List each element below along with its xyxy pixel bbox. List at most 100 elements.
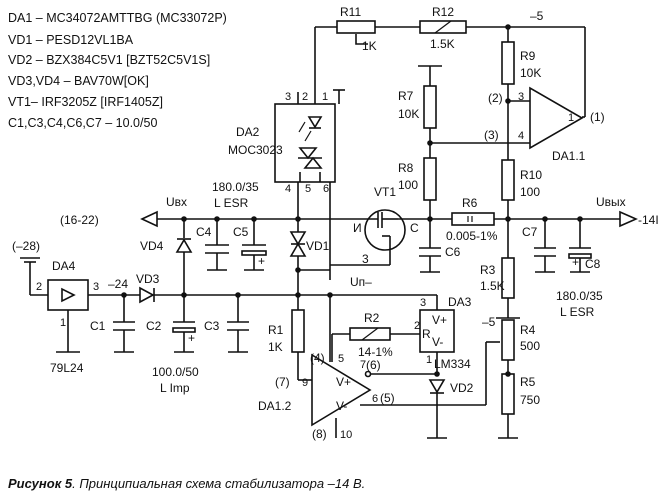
neg5-r4-label: –5 bbox=[482, 315, 496, 329]
r10-resistor bbox=[501, 159, 515, 201]
caption-bold: Рисунок 5 bbox=[8, 476, 73, 491]
da1-1-pin2-alt: (2) bbox=[488, 91, 503, 105]
uin-label: Uвх bbox=[166, 195, 187, 209]
r3-value: 1.5K bbox=[480, 279, 505, 293]
note-vd2: VD2 – BZX384C5V1 [BZT52C5V1S] bbox=[8, 53, 210, 67]
input-arrow bbox=[140, 210, 158, 228]
da3-r: R bbox=[422, 327, 431, 341]
c3-label: C3 bbox=[204, 319, 220, 333]
r8-label: R8 bbox=[398, 161, 414, 175]
c8-label: C8 bbox=[585, 257, 601, 271]
output-value: -14I bbox=[638, 213, 659, 227]
da2-part: MOC3023 bbox=[228, 143, 283, 157]
da2-pin6: 6 bbox=[323, 183, 329, 195]
da1-2-opamp bbox=[311, 353, 372, 427]
vd3-diode bbox=[139, 286, 155, 304]
da1-1-block: R9 10K 3 4 1 (2) (3) (1) DA1.1 R10 100 bbox=[484, 27, 605, 219]
svg-text:7: 7 bbox=[360, 359, 366, 371]
c5-label: C5 bbox=[233, 225, 249, 239]
svg-text:3: 3 bbox=[362, 252, 369, 266]
da2-pin1: 1 bbox=[322, 91, 328, 103]
r6-value: 0.005-1% bbox=[446, 229, 498, 243]
up-label: Uп– bbox=[350, 275, 372, 289]
da3-label: DA3 bbox=[448, 295, 472, 309]
r2-value: 14-1% bbox=[358, 345, 393, 359]
svg-text:1: 1 bbox=[60, 317, 66, 329]
r12-label: R12 bbox=[432, 5, 454, 19]
r4-label: R4 bbox=[520, 323, 536, 337]
component-notes: DA1 – MC34072AMTTBG (MC33072P) VD1 – PES… bbox=[8, 11, 227, 130]
note-capacitors: C1,C3,C4,C6,C7 – 10.0/50 bbox=[8, 116, 157, 130]
r5-label: R5 bbox=[520, 375, 536, 389]
svg-text:3: 3 bbox=[93, 281, 99, 293]
vd2-label: VD2 bbox=[450, 381, 474, 395]
da2-triac bbox=[298, 147, 318, 160]
svg-text:(6): (6) bbox=[366, 358, 381, 372]
output-divider: R3 1.5K –5 R4 500 R5 750 bbox=[480, 219, 540, 439]
neg28-label: (–28) bbox=[12, 239, 40, 253]
note-vt1: VT1– IRF3205Z [IRF1405Z] bbox=[8, 95, 163, 109]
svg-text:(7): (7) bbox=[275, 375, 290, 389]
c7-label: C7 bbox=[522, 225, 538, 239]
da4-regulator-block: (–28) DA4 2 3 1 –24 79L24 VD3 VD4 bbox=[12, 219, 333, 395]
svg-text:+: + bbox=[572, 255, 579, 269]
c2-value: 100.0/50 bbox=[152, 365, 199, 379]
vt1-mosfet bbox=[364, 209, 406, 251]
svg-text:(8): (8) bbox=[312, 427, 327, 441]
da3-part: LM334 bbox=[434, 357, 471, 371]
figure-caption: Рисунок 5. Принципиальная схема стабилиз… bbox=[8, 476, 365, 491]
output-arrow bbox=[619, 210, 638, 228]
svg-text:+: + bbox=[188, 331, 195, 345]
r6-shunt bbox=[451, 212, 495, 226]
r1-label: R1 bbox=[268, 323, 284, 337]
input-range: (16-22) bbox=[60, 213, 99, 227]
c2-type: L Imp bbox=[160, 381, 190, 395]
r7-r8-divider: R7 10K R8 100 bbox=[398, 65, 530, 219]
svg-text:5: 5 bbox=[338, 353, 344, 365]
r7-resistor bbox=[423, 85, 437, 129]
uin-capacitor: 180.0/35 bbox=[212, 180, 259, 194]
da1-2-vplus: V+ bbox=[336, 375, 351, 389]
r11-resistor bbox=[336, 20, 376, 34]
r1-value: 1K bbox=[268, 340, 283, 354]
svg-text:2: 2 bbox=[36, 281, 42, 293]
neg24-label: –24 bbox=[108, 277, 128, 291]
r4-resistor bbox=[501, 319, 515, 361]
da2-pin5: 5 bbox=[305, 183, 311, 195]
da4-body bbox=[47, 279, 89, 311]
current-sense-block: R1 1K (7) 9 (4) 5 V+ V- (8) 10 DA1.2 7 (… bbox=[258, 294, 500, 441]
c6-label: C6 bbox=[445, 245, 461, 259]
neg5-top-label: –5 bbox=[530, 9, 544, 23]
r2-label: R2 bbox=[364, 311, 380, 325]
top-feedback: R11 1K R12 1.5K –5 bbox=[314, 5, 586, 117]
svg-text:2: 2 bbox=[414, 320, 420, 332]
da1-1-pin1: 1 bbox=[568, 112, 574, 124]
da1-1-pin1-alt: (1) bbox=[590, 110, 605, 124]
c4-label: C4 bbox=[196, 225, 212, 239]
note-vd3-vd4: VD3,VD4 – BAV70W[OK] bbox=[8, 74, 149, 88]
da3-vminus: V- bbox=[432, 335, 443, 349]
note-vd1: VD1 – PESD12VL1BA bbox=[8, 33, 134, 47]
vd4-diode bbox=[175, 238, 193, 253]
r10-label: R10 bbox=[520, 168, 542, 182]
da2-pin2: 2 bbox=[302, 91, 308, 103]
r7-value: 10K bbox=[398, 107, 419, 121]
vt1-label: VT1 bbox=[374, 185, 396, 199]
vd3-label: VD3 bbox=[136, 272, 160, 286]
da1-1-pin4: 4 bbox=[518, 130, 524, 142]
vd2-diode bbox=[428, 379, 446, 394]
da2-led bbox=[307, 116, 323, 129]
r3-label: R3 bbox=[480, 263, 496, 277]
svg-text:10: 10 bbox=[340, 429, 352, 441]
da1-2-vminus: V- bbox=[336, 399, 347, 413]
c8-type: L ESR bbox=[560, 305, 595, 319]
da4-part: 79L24 bbox=[50, 361, 84, 375]
r9-resistor bbox=[501, 41, 515, 85]
r6-label: R6 bbox=[462, 196, 478, 210]
da2-pin4: 4 bbox=[285, 183, 291, 195]
svg-text:+: + bbox=[258, 254, 265, 268]
r12-value: 1.5K bbox=[430, 37, 455, 51]
c1-label: C1 bbox=[90, 319, 106, 333]
